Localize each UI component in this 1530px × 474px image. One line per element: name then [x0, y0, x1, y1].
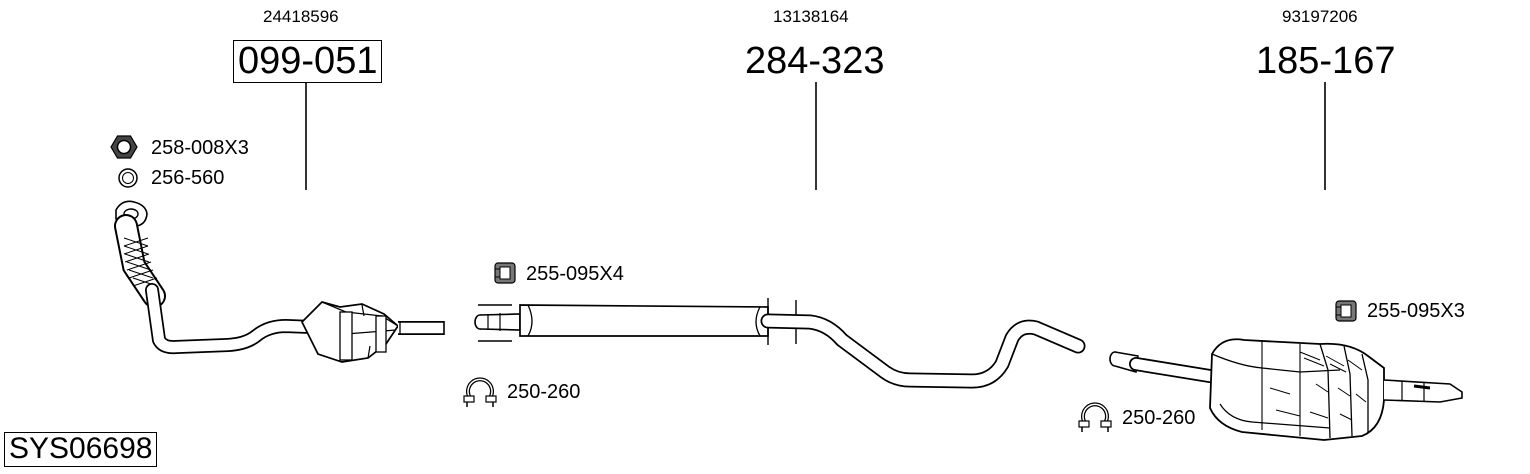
accessory-label-nut[interactable]: 258-008X3 [151, 137, 249, 159]
clamp-icon [1078, 402, 1112, 432]
rubber-mount-icon [1335, 300, 1357, 322]
oe-number-middle: 13138164 [773, 7, 849, 26]
accessory-label-gasket[interactable]: 256-560 [151, 167, 225, 189]
oe-number-front: 24418596 [263, 7, 339, 26]
rear-silencer [1109, 338, 1463, 441]
system-code: SYS06698 [4, 432, 158, 467]
nut-icon [110, 135, 138, 159]
oe-number-rear: 93197206 [1282, 7, 1358, 26]
front-pipe-catalyst [114, 200, 445, 363]
accessory-label-mount-middle[interactable]: 255-095X4 [526, 263, 624, 285]
accessory-label-clamp-rear[interactable]: 250-260 [1122, 407, 1196, 429]
accessory-label-mount-rear[interactable]: 255-095X3 [1367, 300, 1465, 322]
accessory-label-clamp-front[interactable]: 250-260 [507, 381, 581, 403]
part-number-front[interactable]: 099-051 [233, 40, 383, 83]
rubber-mount-icon [494, 262, 516, 284]
gasket-ring-icon [118, 168, 138, 188]
silencer-hatch [1269, 351, 1367, 421]
clamp-icon [463, 377, 497, 407]
part-number-rear[interactable]: 185-167 [1256, 40, 1396, 82]
middle-silencer-pipe [474, 298, 1086, 389]
part-number-middle[interactable]: 284-323 [745, 40, 885, 82]
